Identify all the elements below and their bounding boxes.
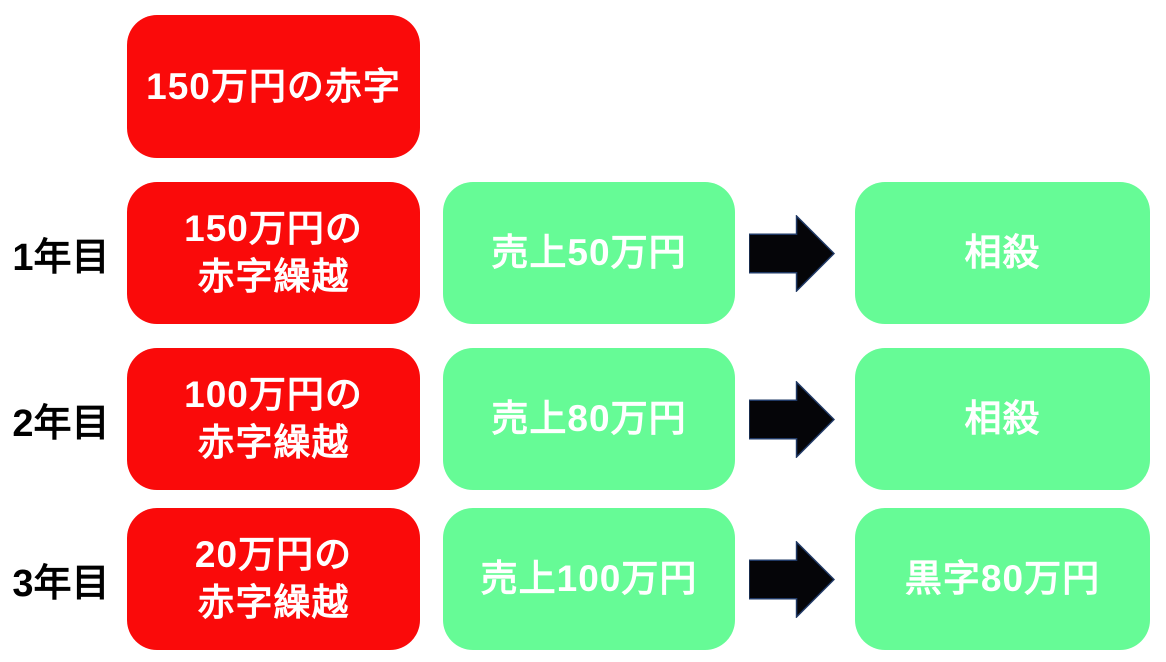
- sales-box: 売上100万円: [443, 508, 735, 650]
- carryover-box: 20万円の 赤字繰越: [127, 508, 420, 650]
- result-label: 相殺: [964, 232, 1041, 273]
- year-label: 2年目: [12, 402, 110, 445]
- right-arrow-icon: [749, 541, 835, 618]
- result-label: 黒字80万円: [904, 558, 1101, 599]
- carryover-line1: 150万円の: [184, 208, 363, 249]
- result-box: 相殺: [855, 348, 1150, 490]
- year-row-3: 3年目 20万円の 赤字繰越 売上100万円 黒字80万円: [0, 508, 1166, 650]
- carryover-box: 150万円の 赤字繰越: [127, 182, 420, 324]
- result-box: 黒字80万円: [855, 508, 1150, 650]
- carryover-line1: 20万円の: [194, 534, 353, 575]
- right-arrow-icon: [749, 381, 835, 458]
- sales-label: 売上100万円: [480, 558, 698, 599]
- year-label: 3年目: [12, 562, 110, 605]
- carryover-line2: 赤字繰越: [197, 582, 350, 623]
- initial-deficit-box: 150万円の赤字: [127, 15, 420, 158]
- carryover-line1: 100万円の: [184, 374, 363, 415]
- result-label: 相殺: [964, 398, 1041, 439]
- carryover-line2: 赤字繰越: [197, 422, 350, 463]
- sales-label: 売上80万円: [491, 398, 687, 439]
- sales-box: 売上50万円: [443, 182, 735, 324]
- carryover-line2: 赤字繰越: [197, 256, 350, 297]
- sales-label: 売上50万円: [491, 232, 687, 273]
- year-label: 1年目: [12, 236, 110, 279]
- result-box: 相殺: [855, 182, 1150, 324]
- sales-box: 売上80万円: [443, 348, 735, 490]
- year-row-1: 1年目 150万円の 赤字繰越 売上50万円 相殺: [0, 182, 1166, 324]
- initial-deficit-label: 150万円の赤字: [146, 65, 401, 107]
- year-row-2: 2年目 100万円の 赤字繰越 売上80万円 相殺: [0, 348, 1166, 490]
- carryover-box: 100万円の 赤字繰越: [127, 348, 420, 490]
- right-arrow-icon: [749, 215, 835, 292]
